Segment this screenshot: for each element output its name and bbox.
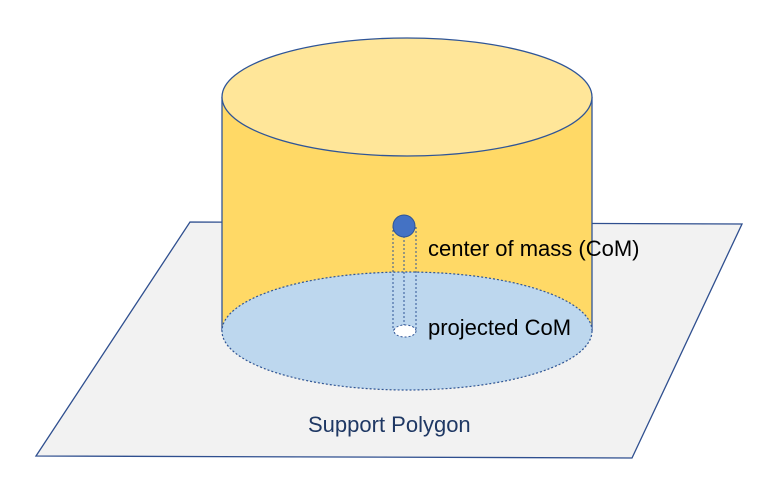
projected-com-marker bbox=[393, 324, 417, 338]
projection-shaft bbox=[392, 225, 417, 331]
com-dot bbox=[392, 214, 416, 238]
com-label: center of mass (CoM) bbox=[428, 236, 640, 261]
projected-com-label: projected CoM bbox=[428, 315, 571, 340]
cylinder-top bbox=[221, 37, 593, 157]
support-polygon-label: Support Polygon bbox=[308, 412, 471, 437]
